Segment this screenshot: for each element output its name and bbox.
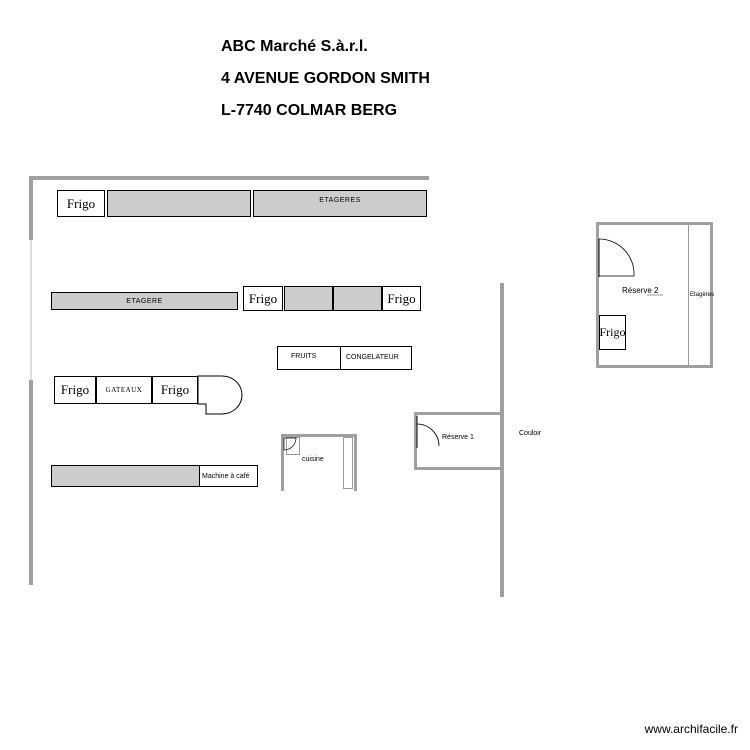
congelateur: CONGELATEUR [340, 346, 412, 370]
fruits-label: FRUITS [291, 353, 317, 360]
frigo-row3-left: Frigo [54, 376, 96, 404]
reserve1-door-swing [416, 423, 440, 447]
shelf-row1-a [107, 190, 251, 217]
shelf-row2-b [333, 286, 382, 311]
reserve1-wall-top [414, 412, 500, 415]
reserve2-label: Réserve 2 [622, 286, 659, 295]
shelf-etageres: ETAGERES [253, 190, 427, 217]
watermark: www.archifacile.fr [644, 722, 738, 736]
congelateur-label: CONGELATEUR [346, 354, 399, 361]
couloir-label: Couloir [519, 430, 542, 437]
etageres-rack [688, 225, 710, 365]
wall-corridor [500, 283, 504, 597]
cuisine-wall-right [354, 434, 357, 491]
cuisine-label: cuisine [302, 456, 324, 463]
cuisine-counter [343, 437, 353, 489]
cuisine-wall-left [281, 434, 284, 491]
wall-top [29, 176, 429, 180]
company-city: L-7740 COLMAR BERG [221, 102, 398, 119]
company-name: ABC Marché S.à.r.l. [221, 38, 368, 55]
curved-counter [197, 375, 243, 415]
reserve2-door-swing [598, 238, 635, 277]
etagere-label: ETAGERE [126, 297, 163, 305]
etageres2-label: Etagères [690, 292, 715, 298]
frigo-row2-left: Frigo [243, 286, 283, 311]
shelf-etagere: ETAGERE [51, 292, 238, 310]
reserve1-label: Réserve 1 [442, 434, 474, 441]
frigo-row2-right: Frigo [382, 286, 421, 311]
machine-cafe: Machine à café [199, 465, 258, 487]
frigo-row1: Frigo [57, 190, 105, 217]
reserve2-wall-right [710, 222, 713, 368]
reserve2-wall-top [596, 222, 713, 225]
frigo-reserve2: Frigo [599, 315, 626, 350]
shelf-row2-a [284, 286, 333, 311]
gateaux-counter: GATEAUX [96, 376, 152, 404]
company-street: 4 AVENUE GORDON SMITH [221, 70, 430, 87]
reserve1-wall-bottom [414, 467, 500, 470]
reserve2-wall-left [596, 222, 599, 368]
frigo-row3-right: Frigo [152, 376, 198, 404]
reserve1-wall-left [414, 412, 417, 470]
cuisine-door [283, 437, 297, 451]
cuisine-wall-top [281, 434, 357, 437]
reserve2-wall-bottom [596, 365, 713, 368]
machine-cafe-label: Machine à café [202, 473, 250, 480]
gateaux-label: GATEAUX [105, 386, 143, 394]
wall-left [29, 176, 33, 585]
fruits-stand: FRUITS [277, 346, 341, 370]
etageres-label: ETAGERES [319, 197, 361, 204]
